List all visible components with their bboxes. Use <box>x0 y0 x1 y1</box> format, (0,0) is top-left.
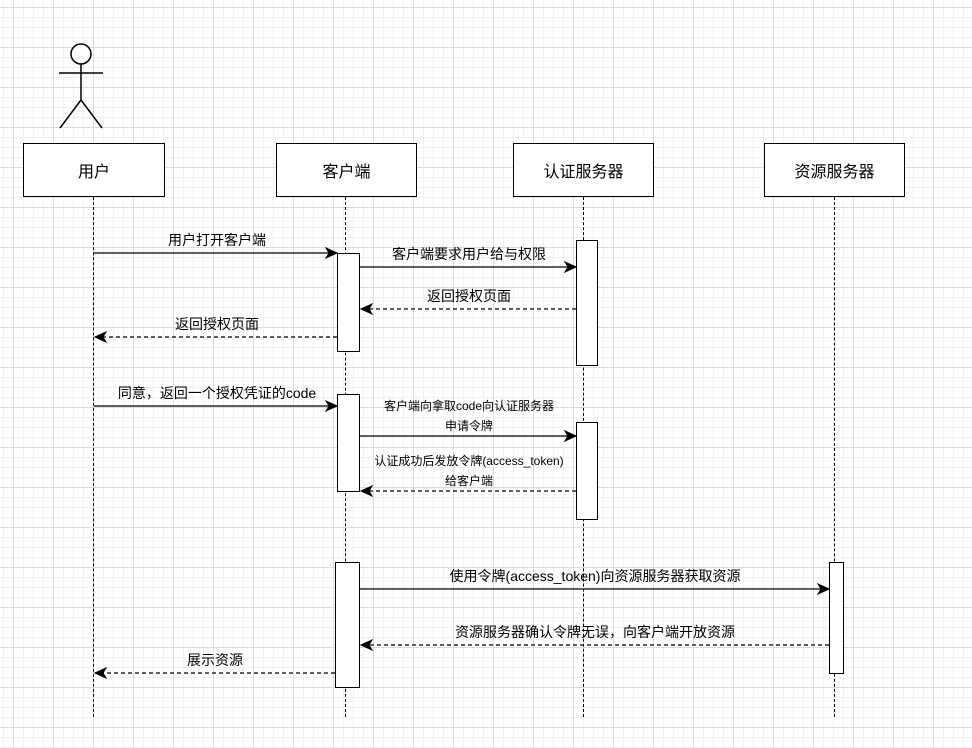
arrowhead-10 <box>93 666 108 680</box>
arrowhead-2 <box>563 260 578 274</box>
msg-return-auth-page-user: 返回授权页面 <box>175 316 259 332</box>
arrowhead-8 <box>816 582 831 596</box>
resource-activation-1 <box>829 562 844 674</box>
msg-issue-token-line2: 给客户端 <box>444 474 493 488</box>
user-lifeline <box>93 197 94 717</box>
arrowhead-1 <box>324 246 339 260</box>
participant-auth-server: 认证服务器 <box>513 143 654 197</box>
msg-issue-token-line1: 认证成功后发放令牌(access_token) <box>374 454 564 468</box>
msg-request-permission: 客户端要求用户给与权限 <box>392 246 546 262</box>
resource-server-lifeline <box>834 197 835 717</box>
arrowhead-9 <box>359 638 374 652</box>
msg-issue-token: 认证成功后发放令牌(access_token) 给客户端 <box>374 451 563 491</box>
msg-open-resource: 资源服务器确认令牌无误，向客户端开放资源 <box>455 624 735 640</box>
msg-user-opens-client: 用户打开客户端 <box>168 232 266 248</box>
msg-agree-return-code: 同意，返回一个授权凭证的code <box>117 385 317 401</box>
arrowhead-4 <box>93 330 108 344</box>
client-activation-1 <box>337 253 360 352</box>
client-activation-2 <box>337 394 360 492</box>
msg-return-auth-page-client: 返回授权页面 <box>427 288 511 304</box>
participant-resource-server: 资源服务器 <box>764 143 905 197</box>
msg-request-token-line2: 申请令牌 <box>444 419 493 433</box>
client-activation-3 <box>335 562 360 688</box>
participant-user: 用户 <box>23 143 165 197</box>
auth-activation-1 <box>576 240 598 366</box>
msg-fetch-resource: 使用令牌(access_token)向资源服务器获取资源 <box>449 568 741 584</box>
arrowhead-3 <box>359 302 374 316</box>
msg-request-token: 客户端向拿取code向认证服务器 申请令牌 <box>384 396 554 436</box>
arrowhead-6 <box>563 429 578 443</box>
msg-show-resource: 展示资源 <box>187 652 243 668</box>
arrowhead-7 <box>359 484 374 498</box>
auth-activation-2 <box>576 422 598 520</box>
msg-request-token-line1: 客户端向拿取code向认证服务器 <box>383 399 555 413</box>
user-actor-icon <box>59 43 103 129</box>
arrowhead-5 <box>324 399 339 413</box>
participant-client: 客户端 <box>276 143 417 197</box>
